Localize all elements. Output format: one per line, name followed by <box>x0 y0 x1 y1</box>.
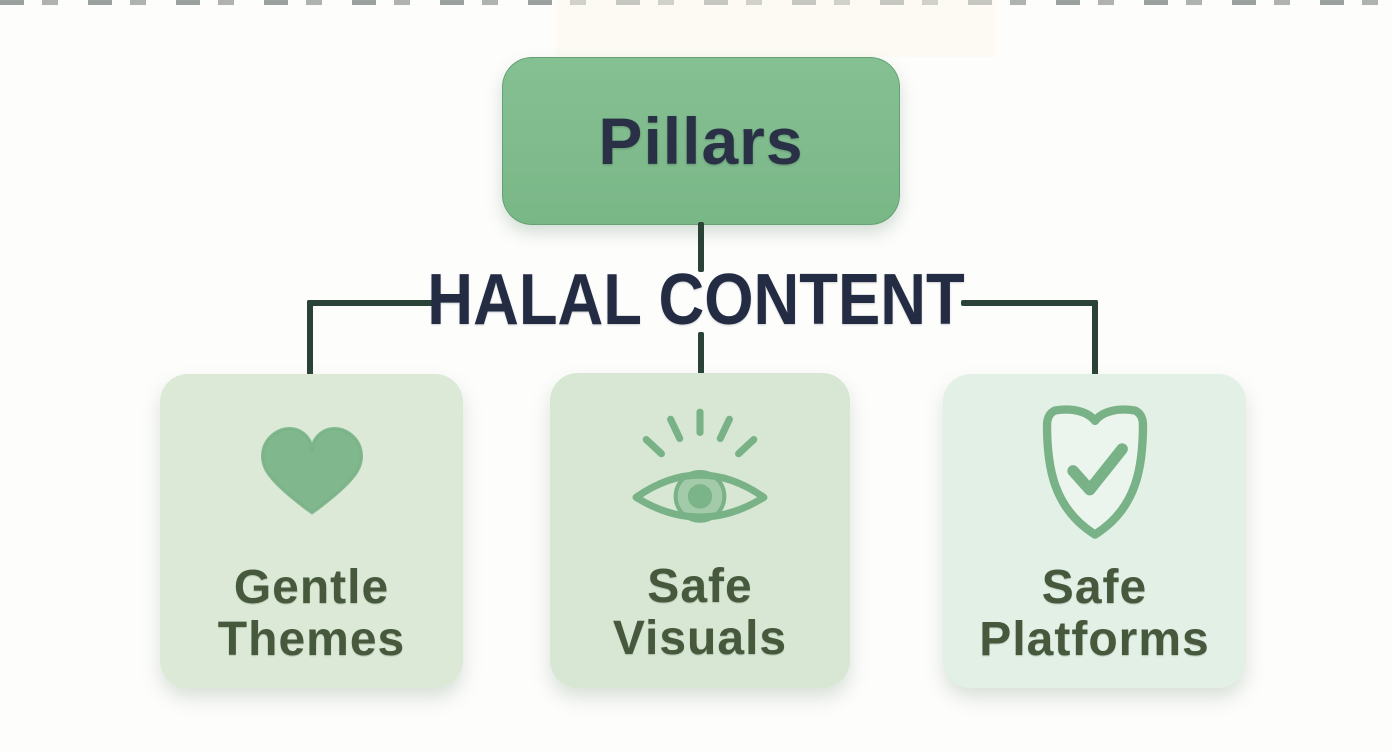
connector-right-elbow <box>1092 300 1098 378</box>
center-connector-label: HALAL CONTENT <box>427 260 965 340</box>
eye-icon <box>629 404 771 540</box>
connector-right-horizontal <box>961 300 1098 306</box>
top-background-tint <box>556 0 996 57</box>
root-node-pillars: Pillars <box>502 57 900 225</box>
node-label-line: Platforms <box>979 613 1210 666</box>
top-edge-artifact <box>0 0 1392 5</box>
shield-check-icon <box>1032 400 1158 546</box>
node-label-line: Safe <box>1041 561 1148 614</box>
connector-left-elbow <box>307 300 313 378</box>
connector-label-to-middle <box>698 332 704 378</box>
node-card-safe-platforms: Safe Platforms <box>943 374 1246 688</box>
connector-root-to-label <box>698 222 704 272</box>
node-label-line: Themes <box>217 613 406 666</box>
heart-icon <box>246 415 378 531</box>
node-label: Gentle Themes <box>218 562 405 666</box>
node-card-gentle-themes: Gentle Themes <box>160 374 463 688</box>
node-label: Safe Visuals <box>613 561 787 665</box>
node-label: Safe Platforms <box>979 562 1209 666</box>
node-label-line: Gentle <box>233 561 390 614</box>
connector-left-horizontal <box>307 300 438 306</box>
node-label-line: Visuals <box>612 612 788 665</box>
node-label-line: Safe <box>647 560 753 613</box>
node-card-safe-visuals: Safe Visuals <box>550 373 850 688</box>
root-node-label: Pillars <box>598 104 804 178</box>
